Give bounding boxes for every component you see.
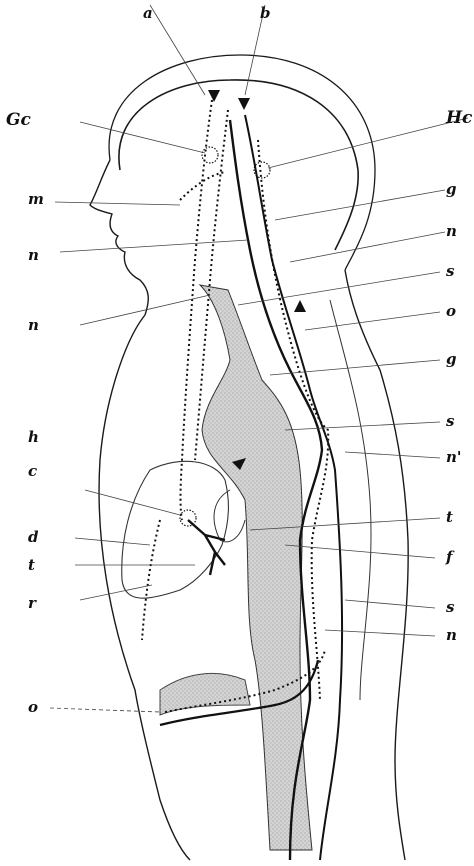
- label-h: h: [28, 430, 39, 445]
- label-g-right-2: g: [446, 352, 457, 367]
- label-b: b: [260, 6, 271, 21]
- label-f: f: [446, 550, 452, 565]
- shaded-abdomen: [160, 673, 250, 715]
- label-o-right: o: [446, 304, 456, 319]
- label-gc: Gc: [6, 112, 31, 129]
- label-c: c: [28, 464, 37, 479]
- label-hc: Hc: [446, 110, 472, 127]
- label-t-right: t: [446, 510, 453, 525]
- label-n-right-1: n: [446, 224, 457, 239]
- front-torso: [99, 315, 190, 860]
- arrow-b: [238, 98, 250, 110]
- skull-outer: [109, 55, 375, 270]
- heart-lobe: [214, 490, 245, 542]
- label-d: d: [28, 530, 39, 545]
- label-g-right-1: g: [446, 182, 457, 197]
- label-n-left-2: n: [28, 318, 39, 333]
- label-o-left: o: [28, 700, 38, 715]
- label-r: r: [28, 596, 36, 611]
- label-s-right-3: s: [446, 600, 454, 615]
- bronchial-branch: [188, 520, 225, 575]
- label-n-right-3: n: [446, 628, 457, 643]
- lung-outline: [122, 461, 229, 598]
- head-outline: [119, 80, 358, 250]
- face-profile: [90, 160, 148, 315]
- label-t-left: t: [28, 558, 35, 573]
- back-outline: [345, 270, 408, 860]
- arrow-up: [294, 300, 306, 312]
- dotted-path-4: [142, 520, 160, 640]
- label-n-right-2: n': [446, 450, 462, 465]
- label-a: a: [143, 6, 153, 21]
- label-s-right-2: s: [446, 414, 454, 429]
- shaded-trunk: [200, 285, 312, 850]
- label-s-right-1: s: [446, 264, 454, 279]
- label-m: m: [28, 192, 44, 207]
- label-n-left-1: n: [28, 248, 39, 263]
- arrow-a: [208, 90, 220, 102]
